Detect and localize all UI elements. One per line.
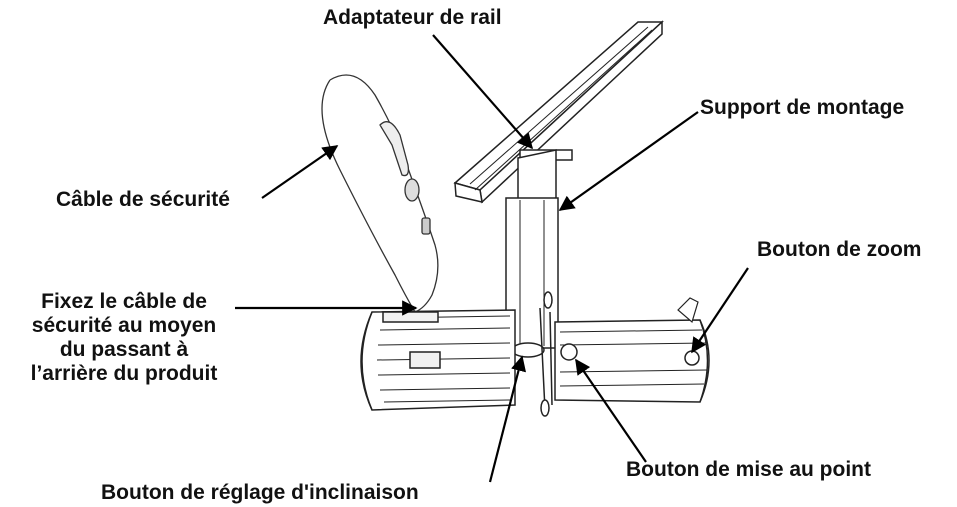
label-zoom-knob: Bouton de zoom <box>757 238 922 261</box>
label-mounting-bracket: Support de montage <box>700 96 905 119</box>
label-attach-line-1: Fixez le câble de <box>41 290 207 313</box>
label-attach-line-2: sécurité au moyen <box>31 314 217 337</box>
label-safety-cable: Câble de sécurité <box>56 188 230 211</box>
label-attach-safety-cable: Fixez le câble de sécurité au moyen du p… <box>10 290 238 386</box>
safety-cable-drawing <box>321 74 439 313</box>
label-attach-line-4: l’arrière du produit <box>30 362 218 385</box>
label-attach-line-3: du passant à <box>59 338 189 361</box>
knobs-drawing <box>560 343 700 366</box>
fixture-body-drawing <box>360 291 710 417</box>
label-focus-knob: Bouton de mise au point <box>626 458 871 481</box>
leader-arrows <box>235 34 749 483</box>
rail-adapter-drawing <box>453 20 664 204</box>
label-tilt-knob: Bouton de réglage d'inclinaison <box>101 481 419 504</box>
mounting-bracket-drawing <box>505 149 559 358</box>
label-rail-adapter: Adaptateur de rail <box>323 6 502 29</box>
